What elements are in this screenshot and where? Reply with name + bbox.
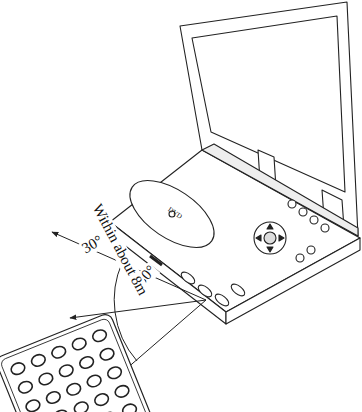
remote-button	[91, 328, 108, 343]
remote-button	[73, 400, 90, 412]
remote-button	[30, 353, 47, 368]
remote-control	[0, 312, 158, 412]
remote-button	[78, 355, 95, 370]
d-pad	[254, 222, 286, 254]
remote-button	[9, 361, 26, 376]
disc-cover	[119, 167, 225, 260]
remote-button	[65, 382, 82, 397]
remote-button	[121, 402, 138, 412]
remote-button	[86, 373, 103, 388]
remote-button	[45, 390, 62, 405]
remote-button	[101, 410, 118, 412]
hinge	[202, 144, 358, 236]
remote-button	[98, 347, 115, 362]
remote-button	[50, 344, 67, 359]
remote-button	[52, 408, 69, 412]
base-side	[226, 238, 360, 324]
brand-plate	[150, 256, 162, 265]
remote-button	[37, 371, 54, 386]
remote-button	[93, 392, 110, 407]
button	[179, 200, 329, 308]
remote-button	[24, 398, 41, 412]
remote-button	[58, 363, 75, 378]
remote-button	[71, 336, 88, 351]
remote-button	[106, 365, 123, 380]
remote-button	[113, 384, 130, 399]
remote-button	[17, 379, 34, 394]
